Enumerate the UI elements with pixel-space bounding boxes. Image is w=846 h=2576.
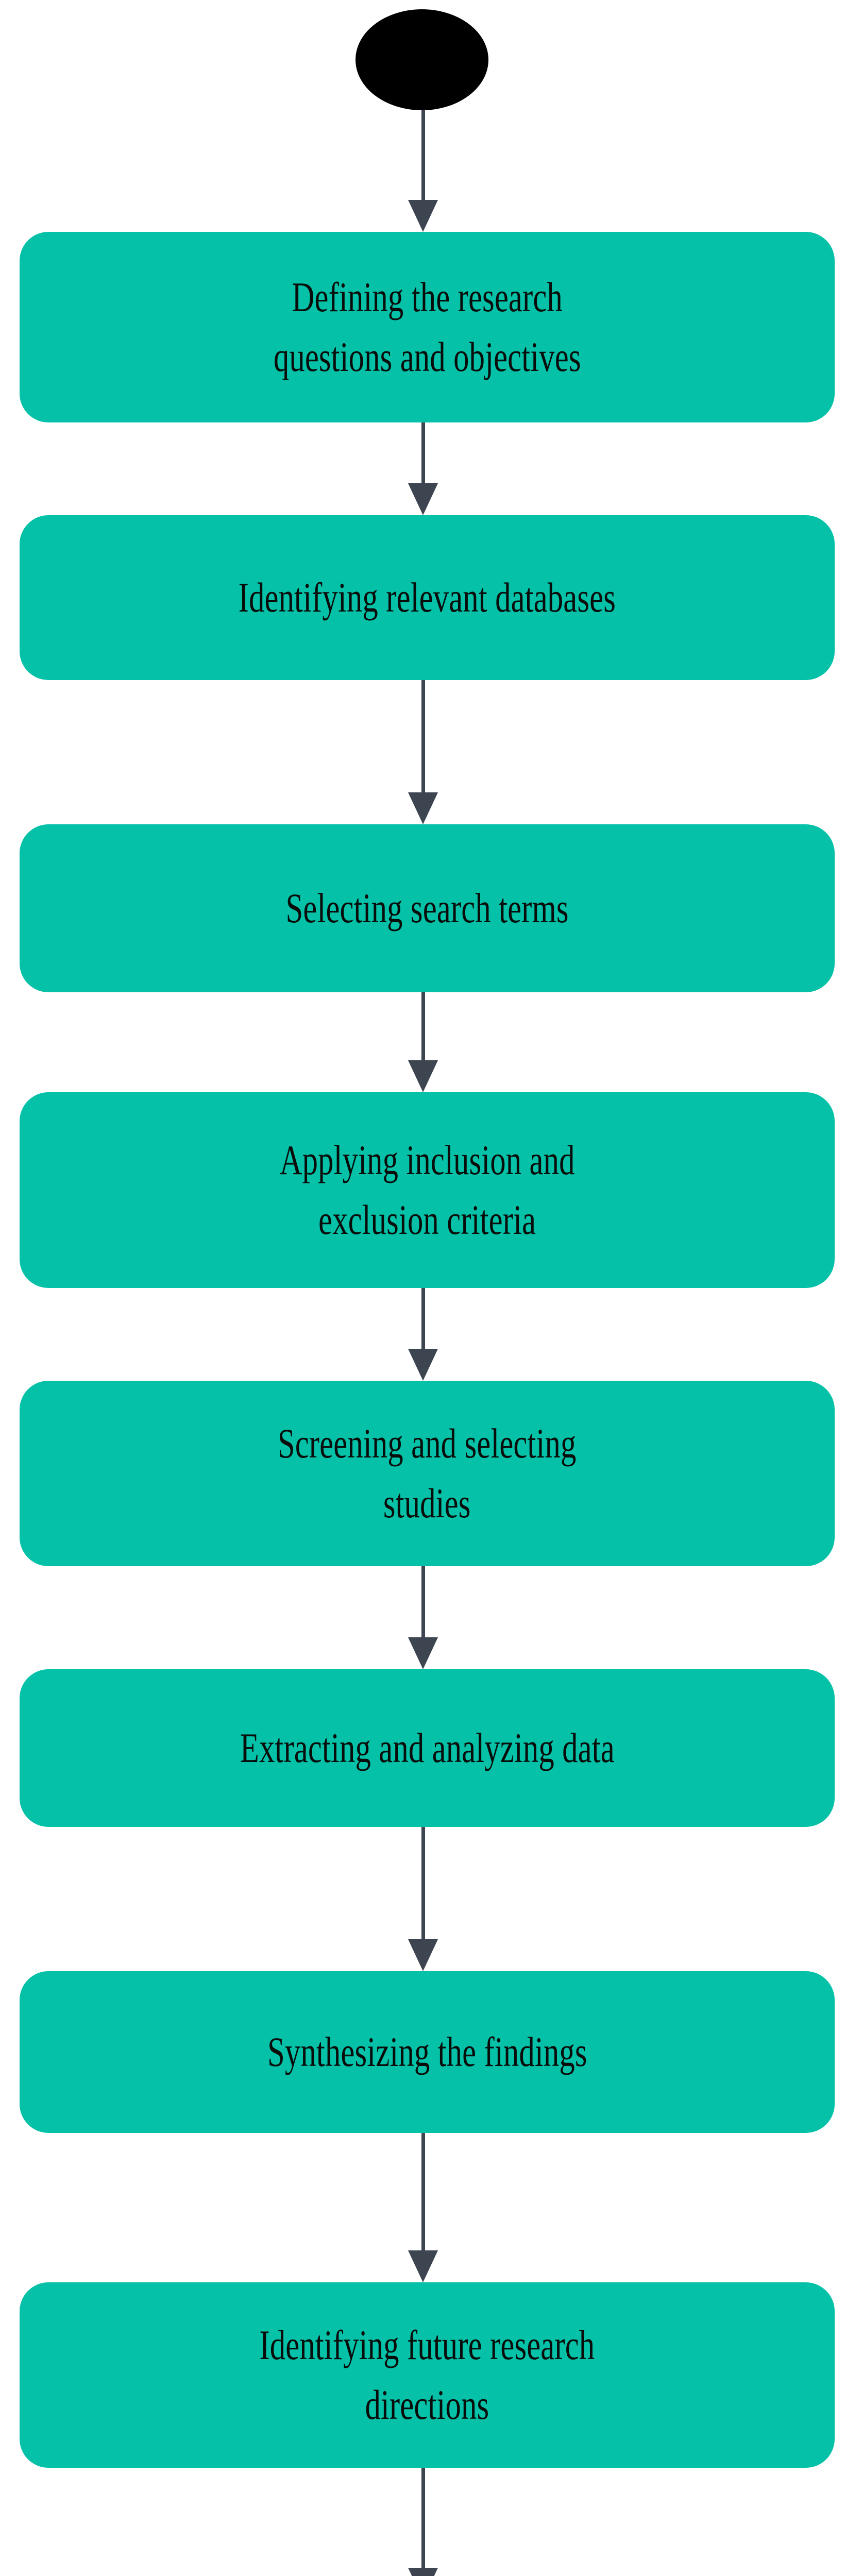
connector-shaft: [421, 680, 425, 792]
connector-shaft: [421, 2133, 425, 2250]
arrowhead-icon: [408, 1349, 438, 1381]
process-step-5-label: Screening and selecting studies: [278, 1419, 577, 1527]
connector-step-7-to-step-8: [408, 2133, 438, 2282]
connector-step-6-to-step-7: [408, 1827, 438, 1971]
connector-shaft: [421, 1827, 425, 1939]
arrowhead-icon: [408, 1060, 438, 1092]
process-step-5[interactable]: Screening and selecting studies: [20, 1381, 835, 1566]
process-step-6-label: Extracting and analyzing data: [240, 1724, 615, 1771]
connector-step-1-to-step-2: [408, 422, 438, 515]
process-step-8-label: Identifying future research directions: [259, 2321, 595, 2428]
process-step-3[interactable]: Selecting search terms: [20, 824, 835, 992]
arrowhead-icon: [408, 2250, 438, 2282]
connector-shaft: [421, 2468, 425, 2568]
arrowhead-icon: [408, 483, 438, 515]
process-step-4[interactable]: Applying inclusion and exclusion criteri…: [20, 1092, 835, 1288]
connector-shaft: [421, 110, 425, 200]
process-step-7-label: Synthesizing the findings: [267, 2028, 587, 2075]
process-step-6[interactable]: Extracting and analyzing data: [20, 1669, 835, 1827]
arrowhead-icon: [408, 2568, 438, 2576]
process-step-2-label: Identifying relevant databases: [238, 573, 616, 621]
connector-step-3-to-step-4: [408, 992, 438, 1092]
process-step-8[interactable]: Identifying future research directions: [20, 2282, 835, 2468]
arrowhead-icon: [408, 792, 438, 824]
process-step-7[interactable]: Synthesizing the findings: [20, 1971, 835, 2133]
process-step-1-label: Defining the research questions and obje…: [273, 273, 581, 380]
connector-step-8-to-end-node: [408, 2468, 438, 2576]
arrowhead-icon: [408, 200, 438, 232]
process-step-1[interactable]: Defining the research questions and obje…: [20, 232, 835, 422]
start-node[interactable]: [356, 9, 488, 110]
process-step-4-label: Applying inclusion and exclusion criteri…: [279, 1136, 575, 1243]
process-step-2[interactable]: Identifying relevant databases: [20, 515, 835, 680]
connector-shaft: [421, 992, 425, 1060]
connector-step-5-to-step-6: [408, 1566, 438, 1669]
connector-start-to-step-1: [408, 110, 438, 232]
connector-shaft: [421, 1566, 425, 1637]
connector-step-2-to-step-3: [408, 680, 438, 824]
connector-shaft: [421, 1288, 425, 1349]
connector-shaft: [421, 422, 425, 483]
process-step-3-label: Selecting search terms: [285, 884, 569, 931]
arrowhead-icon: [408, 1637, 438, 1669]
arrowhead-icon: [408, 1939, 438, 1971]
connector-step-4-to-step-5: [408, 1288, 438, 1381]
